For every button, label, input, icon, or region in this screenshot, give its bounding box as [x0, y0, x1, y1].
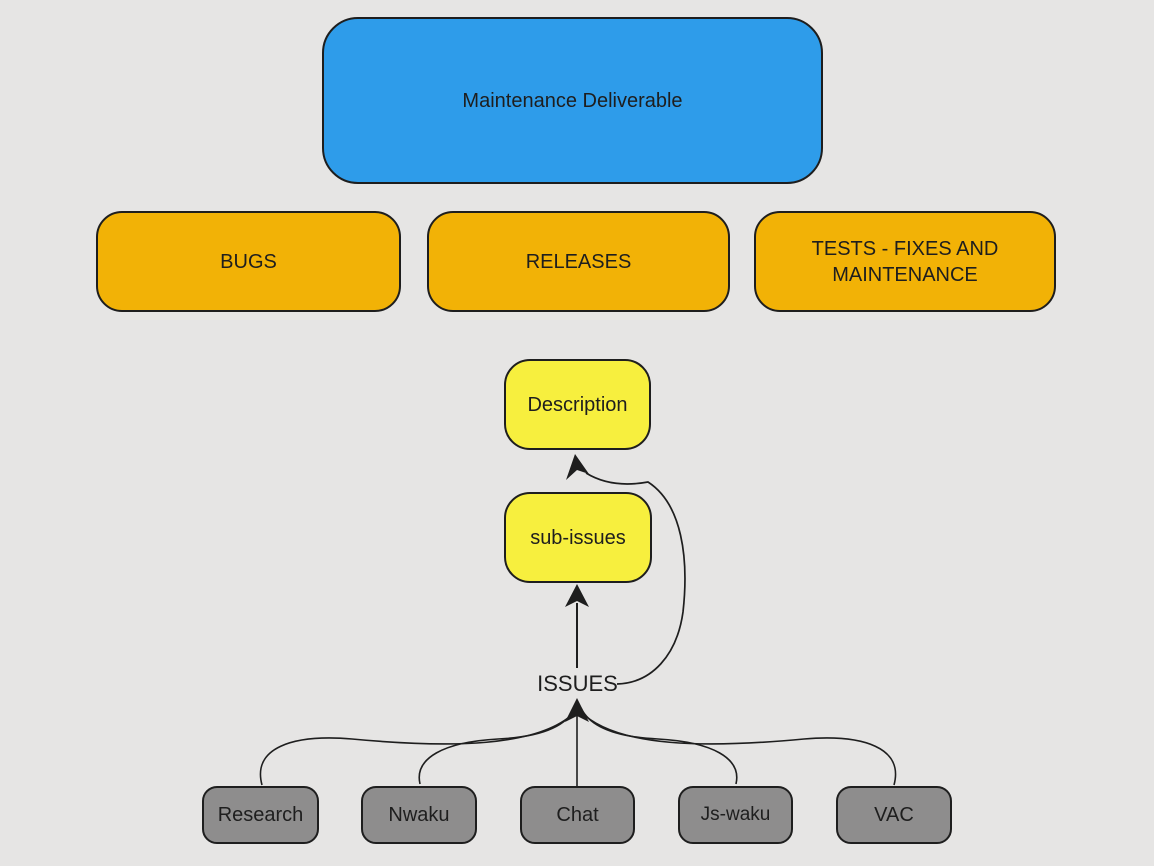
node-bugs: BUGS	[96, 211, 401, 312]
arrowhead-issues	[565, 698, 589, 722]
node-label: Description	[527, 393, 628, 416]
node-label: Js-waku	[700, 803, 771, 825]
edge-nwaku-to-issues	[418, 707, 576, 785]
node-releases: RELEASES	[427, 211, 730, 312]
edge-vac-to-issues	[579, 710, 897, 786]
node-sub-issues: sub-issues	[504, 492, 652, 583]
node-label: RELEASES	[525, 250, 632, 273]
node-nwaku: Nwaku	[361, 786, 477, 844]
node-label: sub-issues	[530, 526, 626, 549]
node-js-waku: Js-waku	[678, 786, 793, 844]
node-label: BUGS	[220, 250, 277, 273]
arrowhead-subissues	[565, 584, 589, 607]
node-label: VAC	[874, 804, 914, 826]
node-label: Maintenance Deliverable	[462, 89, 683, 112]
label-issues: ISSUES	[537, 671, 618, 696]
node-tests-fixes-and-maintenance: TESTS - FIXES AND MAINTENANCE	[754, 211, 1056, 312]
arrowhead-description	[566, 454, 589, 480]
edge-research-to-issues	[259, 710, 577, 786]
node-label: Research	[217, 804, 304, 826]
node-description: Description	[504, 359, 651, 450]
edge-jswaku-to-issues	[580, 707, 738, 785]
node-vac: VAC	[836, 786, 952, 844]
node-research: Research	[202, 786, 319, 844]
node-label: Chat	[556, 804, 599, 826]
node-chat: Chat	[520, 786, 635, 844]
node-label: Nwaku	[388, 804, 450, 826]
node-label: TESTS - FIXES AND MAINTENANCE	[811, 237, 999, 286]
node-maintenance-deliverable: Maintenance Deliverable	[322, 17, 823, 184]
